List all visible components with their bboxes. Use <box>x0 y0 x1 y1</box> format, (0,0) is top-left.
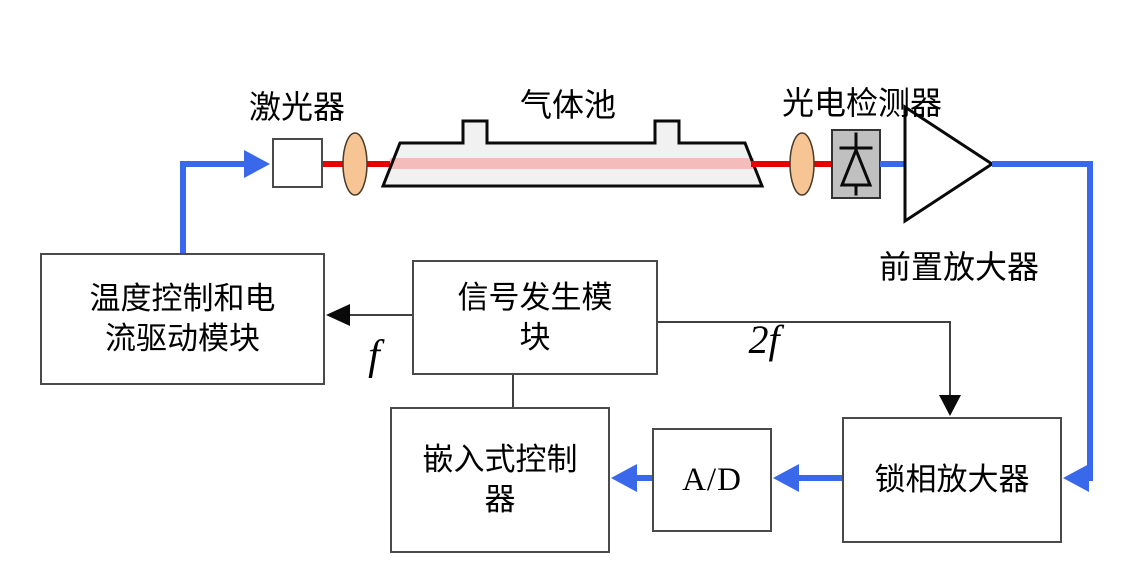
preamp-triangle-icon <box>903 104 995 224</box>
beam-inside-cell <box>390 158 754 169</box>
photodetector-label: 光电检测器 <box>781 85 942 121</box>
focusing-lens-icon <box>789 132 815 196</box>
drive-to-laser-arrow <box>180 150 270 253</box>
adc-to-controller-arrow <box>611 464 652 492</box>
gas-cell-shape <box>380 119 765 188</box>
laser-box <box>272 138 323 188</box>
laser-label: 激光器 <box>248 89 345 125</box>
adc-box: A/D <box>652 428 772 532</box>
preamp-to-lockin-arrow <box>992 161 1093 492</box>
signalgen-to-driver-arrow <box>326 304 412 326</box>
photodiode-icon <box>831 129 881 199</box>
temp-current-driver-label-line1: 温度控制和电 <box>89 281 276 317</box>
gas-cell-label: 气体池 <box>519 87 616 123</box>
embedded-controller-label-line2: 器 <box>484 482 516 517</box>
signalgen-to-lockin-arrow <box>658 321 961 416</box>
f-frequency-label: f <box>368 333 380 379</box>
signal-generator-label-line2: 块 <box>519 319 551 355</box>
temp-current-driver-label-line2: 流驱动模块 <box>105 321 260 356</box>
collimating-lens-icon <box>342 132 368 196</box>
temp-current-driver-box: 温度控制和电 流驱动模块 <box>40 253 325 385</box>
2f-frequency-label: 2f <box>748 317 780 362</box>
lockin-amplifier-box: 锁相放大器 <box>842 417 1062 543</box>
lockin-to-adc-arrow <box>773 464 842 492</box>
signal-generator-label-line1: 信号发生模 <box>457 279 613 315</box>
adc-label: A/D <box>682 461 742 498</box>
lockin-amplifier-label: 锁相放大器 <box>874 462 1030 498</box>
embedded-controller-box: 嵌入式控制 器 <box>390 407 610 553</box>
preamp-label: 前置放大器 <box>878 249 1039 285</box>
embedded-controller-label-line1: 嵌入式控制 <box>422 442 578 478</box>
signal-generator-box: 信号发生模 块 <box>412 260 658 375</box>
